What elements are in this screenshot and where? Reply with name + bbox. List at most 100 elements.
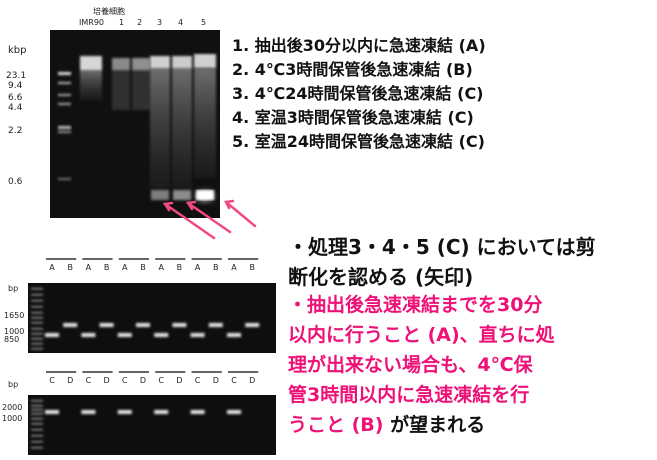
imr90-lane: [80, 56, 102, 100]
cd-ladder-band: [31, 429, 43, 431]
arrow-lane-3: [162, 201, 216, 240]
sample-lane-3: [150, 56, 170, 200]
ab-band: [245, 323, 260, 327]
ab-lane-label: B: [249, 263, 255, 272]
ab-lane-label: A: [158, 263, 164, 272]
ab-bands: [31, 288, 260, 350]
cell-header: 培養細胞: [93, 6, 125, 16]
kbp-unit: kbp: [8, 45, 27, 56]
ab-band: [154, 333, 169, 337]
ab-lane-label: A: [231, 263, 237, 272]
recommendation-line-1: ・抽出後急速凍結までを30分: [288, 294, 543, 316]
ab-band: [81, 333, 96, 337]
cd-lane-label: D: [140, 376, 146, 385]
ab-lane-label: A: [122, 263, 128, 272]
cd-ladder-band: [31, 413, 43, 415]
marker-9-4: 9.4: [8, 81, 23, 91]
marker-2-2: 2.2: [8, 126, 22, 136]
ab-ladder-band: [31, 306, 43, 308]
cd-band: [81, 410, 96, 414]
ab-band: [63, 323, 78, 327]
cd-ladder-band: [31, 400, 43, 402]
ab-lane-label: A: [195, 263, 201, 272]
sample-lane-1: [112, 58, 130, 110]
ab-ladder-band: [31, 348, 43, 350]
cd-band: [154, 410, 169, 414]
ab-lane-label: B: [213, 263, 219, 272]
sample-lane-2: [132, 58, 150, 110]
cd-band: [117, 410, 132, 414]
recommendation-line-5: うこと (B) が望まれる: [288, 410, 656, 440]
cd-ladder-band: [31, 435, 43, 437]
ab-ladder-band: [31, 288, 43, 290]
cd-lane-label: D: [67, 376, 73, 385]
cd-lane-label: D: [213, 376, 219, 385]
ab-marker-850: 850: [4, 335, 19, 344]
legend-item-5: 5. 室温24時間保管後急速凍結 (C): [232, 132, 485, 151]
shearing-note-line-2: 断化を認める (矢印): [288, 265, 474, 289]
cd-lane-label: C: [195, 376, 201, 385]
ab-ladder-band: [31, 317, 43, 319]
ab-ladder-band: [31, 328, 43, 330]
lane-number-4: 4: [178, 18, 183, 27]
ab-lane-label: A: [86, 263, 92, 272]
ab-ladder-band: [31, 338, 43, 340]
cd-lane-label: C: [158, 376, 164, 385]
legend-item-3: 3. 4℃24時間保管後急速凍結 (C): [232, 84, 484, 103]
shearing-note-line-1: ・処理3・4・5 (C) においては剪: [288, 235, 596, 259]
ab-lane-label: A: [49, 263, 55, 272]
ab-lane-label: B: [177, 263, 183, 272]
ab-lane-label: B: [104, 263, 110, 272]
cd-marker-1000: 1000: [2, 414, 22, 423]
ab-lane-label: B: [140, 263, 146, 272]
ab-band: [190, 333, 205, 337]
cd-ladder-band: [31, 405, 43, 407]
ab-marker-1000: 1000: [4, 327, 24, 336]
recommendation-line-4: 管3時間以内に急速凍結を行: [288, 384, 530, 406]
lane-number-1: 1: [119, 18, 124, 27]
cd-ladder-band: [31, 409, 43, 411]
ab-band: [208, 323, 223, 327]
ab-bp-unit: bp: [8, 284, 18, 293]
marker-0-6: 0.6: [8, 177, 23, 187]
recommendation-line-2: 以内に行うこと (A)、直ちに処: [288, 324, 555, 346]
ab-ladder-band: [31, 294, 43, 296]
cd-lane-label: D: [249, 376, 255, 385]
gel-cd-image: [28, 395, 276, 455]
shearing-arrows: [162, 199, 257, 240]
cd-band: [227, 410, 241, 414]
legend-item-4: 4. 室温3時間保管後急速凍結 (C): [232, 108, 474, 127]
cd-lane-label: C: [122, 376, 128, 385]
ab-band: [136, 323, 150, 327]
cd-lane-label: C: [49, 376, 55, 385]
ab-band: [117, 333, 132, 337]
ab-band: [227, 333, 241, 337]
lane-number-5: 5: [201, 18, 206, 27]
cd-lane-label: D: [104, 376, 110, 385]
ladder-bands: [58, 72, 71, 180]
cd-band: [190, 410, 205, 414]
ab-band: [99, 323, 114, 327]
sample-lane-4: [172, 56, 192, 200]
marker-6-6: 6.6: [8, 93, 23, 103]
marker-23-1: 23.1: [6, 71, 26, 81]
cd-band: [45, 410, 59, 414]
cd-ladder-band: [31, 418, 43, 420]
lane-number-3: 3: [157, 18, 162, 27]
ab-ladder-band: [31, 322, 43, 324]
recommendation-line-5-highlight: うこと (B): [288, 414, 384, 436]
ab-ladder-band: [31, 333, 43, 335]
cd-lane-label: C: [86, 376, 92, 385]
condition-legend: 1. 抽出後30分以内に急速凍結 (A) 2. 4℃3時間保管後急速凍結 (B)…: [232, 34, 486, 154]
shearing-note: ・処理3・4・5 (C) においては剪 断化を認める (矢印): [288, 232, 656, 292]
cd-bands: [31, 400, 241, 449]
top-gel: 培養細胞 IMR90 1 2 3 4 5 kbp 23.1 9.4 6.6 4.…: [6, 6, 220, 218]
ab-band: [45, 333, 59, 337]
cd-bp-unit: bp: [8, 380, 18, 389]
cd-ladder-band: [31, 423, 43, 425]
